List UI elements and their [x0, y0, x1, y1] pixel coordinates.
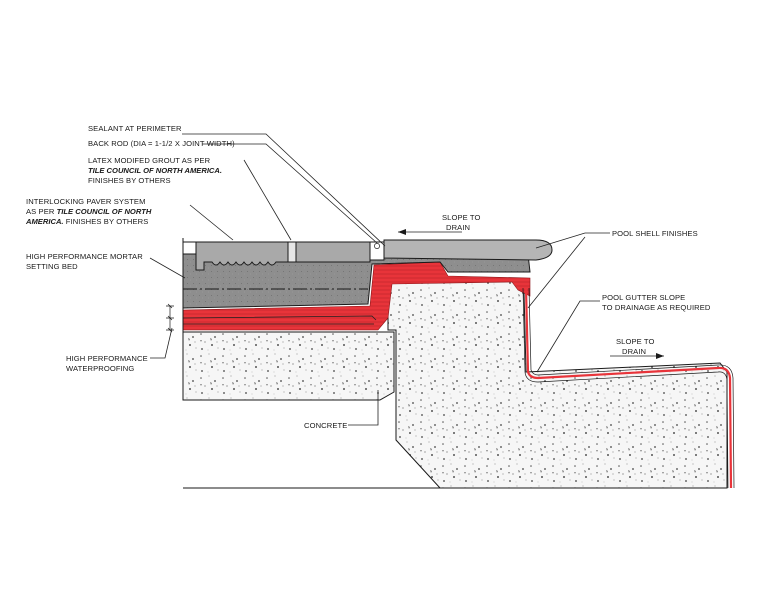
interlocking-paver — [182, 238, 553, 400]
waterproofing-layer — [182, 261, 735, 489]
label-slope2-line1: SLOPE TO — [616, 337, 655, 346]
label-mortar-line1: HIGH PERFORMANCE MORTAR — [26, 252, 143, 261]
leader-lines — [149, 133, 664, 426]
label-sealant: SEALANT AT PERIMETER — [88, 124, 182, 133]
label-waterproofing-line2: WATERPROOFING — [66, 364, 134, 373]
label-slope2-line2: DRAIN — [622, 347, 646, 356]
label-grout-line3: FINISHES BY OTHERS — [88, 176, 171, 185]
label-paver-line3: AMERICA. FINISHES BY OTHERS — [25, 217, 148, 226]
annotation-labels: SEALANT AT PERIMETER BACK ROD (DIA = 1-1… — [25, 124, 711, 430]
label-paver-line2: AS PER TILE COUNCIL OF NORTH — [26, 207, 152, 216]
label-mortar-line2: SETTING BED — [26, 262, 78, 271]
label-grout-line2: TILE COUNCIL OF NORTH AMERICA. — [88, 166, 222, 175]
dimension-marks — [166, 303, 174, 333]
label-concrete: CONCRETE — [304, 421, 347, 430]
back-rod-icon — [374, 243, 380, 249]
label-gutter-line2: TO DRAINAGE AS REQUIRED — [602, 303, 711, 312]
label-slope1-line1: SLOPE TO — [442, 213, 481, 222]
label-grout-line1: LATEX MODIFED GROUT AS PER — [88, 156, 211, 165]
label-waterproofing-line1: HIGH PERFORMANCE — [66, 354, 148, 363]
label-slope1-line2: DRAIN — [446, 223, 470, 232]
label-gutter-line1: POOL GUTTER SLOPE — [602, 293, 685, 302]
label-paver-line1: INTERLOCKING PAVER SYSTEM — [26, 197, 146, 206]
label-back-rod: BACK ROD (DIA = 1-1/2 X JOINT WIDTH) — [88, 139, 235, 148]
label-pool-shell: POOL SHELL FINISHES — [612, 229, 698, 238]
deck-concrete-slab — [182, 331, 395, 401]
